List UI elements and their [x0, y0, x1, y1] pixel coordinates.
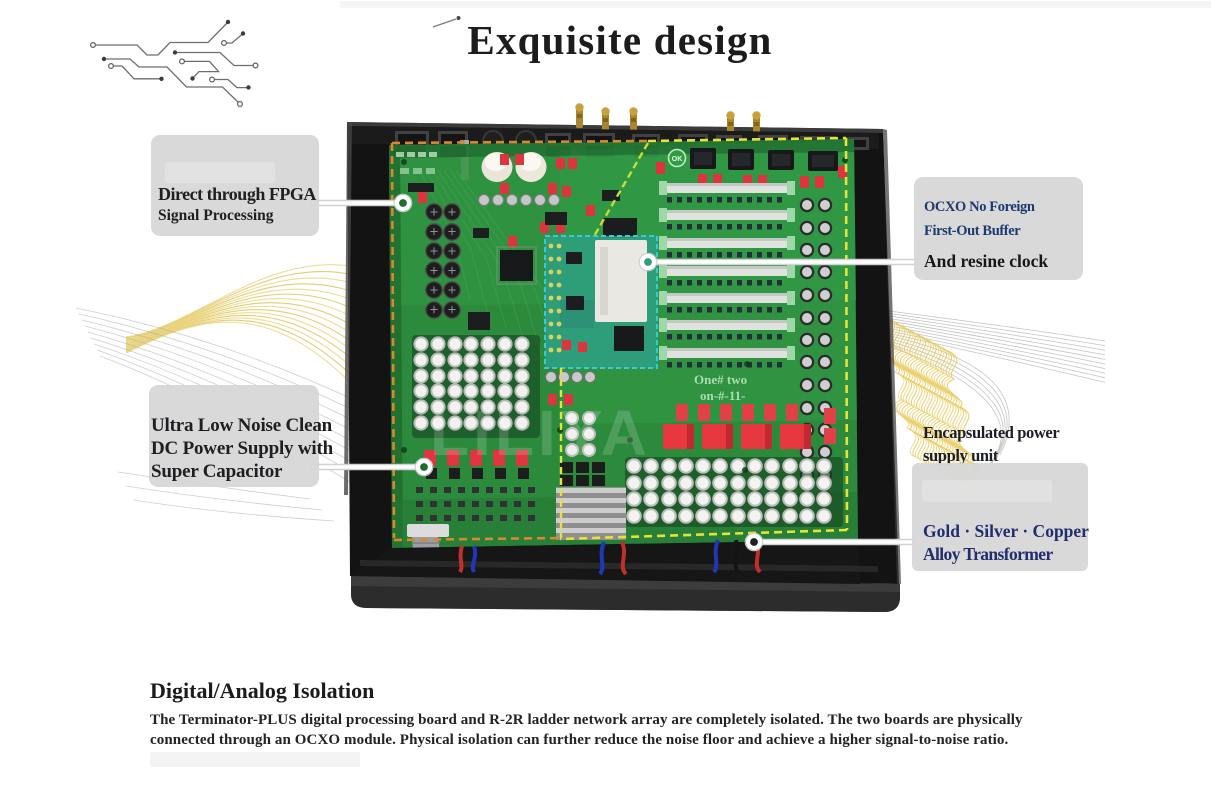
svg-text:LILIYA: LILIYA	[430, 397, 651, 469]
svg-text:on-#-11-: on-#-11-	[700, 388, 746, 403]
svg-text:OK: OK	[672, 156, 683, 163]
svg-text:One# two: One# two	[694, 372, 747, 387]
